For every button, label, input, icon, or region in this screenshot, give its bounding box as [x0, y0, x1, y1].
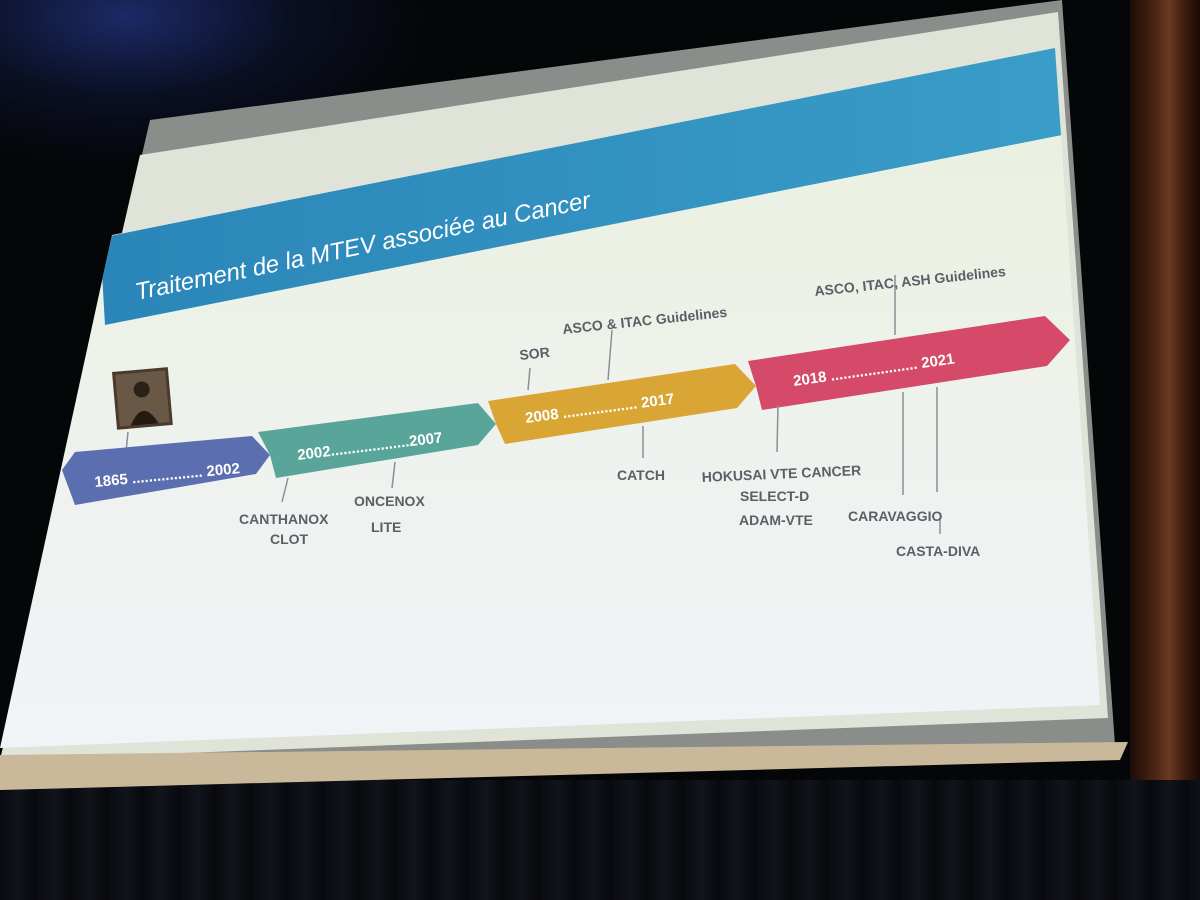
label-canthanox: CANTHANOX [239, 511, 329, 527]
label-hokusai: HOKUSAI VTE CANCER [701, 462, 861, 485]
label-caravaggio: CARAVAGGIO [848, 508, 942, 524]
timeline-connectors [281, 275, 941, 534]
timeline-arrow-4 [748, 316, 1070, 410]
portrait-photo-icon [111, 367, 173, 430]
timeline-arrow-2 [258, 403, 496, 478]
label-oncenox: ONCENOX [354, 493, 425, 509]
screen-bottom-bar [0, 742, 1128, 790]
label-sor: SOR [519, 344, 551, 363]
timeline-arrow-1 [62, 436, 270, 505]
label-casta-diva: CASTA-DIVA [896, 543, 980, 559]
label-adam-vte: ADAM-VTE [739, 512, 813, 528]
label-catch: CATCH [617, 467, 665, 483]
label-lite: LITE [371, 519, 401, 535]
timeline-arrow-3 [488, 364, 756, 444]
label-clot: CLOT [270, 531, 309, 547]
stage-curtain-right [1130, 0, 1200, 900]
title-bar [100, 48, 1062, 325]
stage-curtain-bottom [0, 780, 1200, 900]
label-select-d: SELECT-D [740, 488, 809, 504]
